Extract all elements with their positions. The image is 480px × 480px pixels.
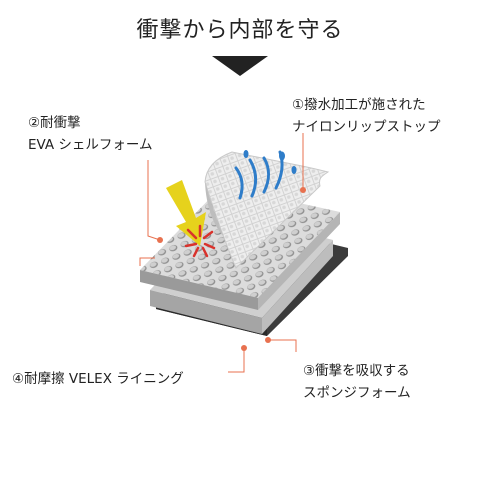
leader-lines (139, 133, 304, 373)
ripstop-layer (204, 151, 330, 269)
down-triangle-icon (212, 56, 268, 76)
layer3-label: ③衝撃を吸収する スポンジフォーム (303, 363, 411, 401)
page-title: 衝撃から内部を守る (136, 18, 344, 43)
leader-dots (157, 187, 306, 351)
layer2-label: ②耐衝撃 EVA シェルフォーム (28, 115, 153, 153)
water-splash-icon (234, 150, 297, 200)
layer1-label: ①撥水加工が施された ナイロンリップストップ (292, 97, 441, 135)
layer4-label: ④耐摩擦 VELEX ライニング (12, 371, 184, 387)
impact-arrow-icon (166, 180, 216, 258)
